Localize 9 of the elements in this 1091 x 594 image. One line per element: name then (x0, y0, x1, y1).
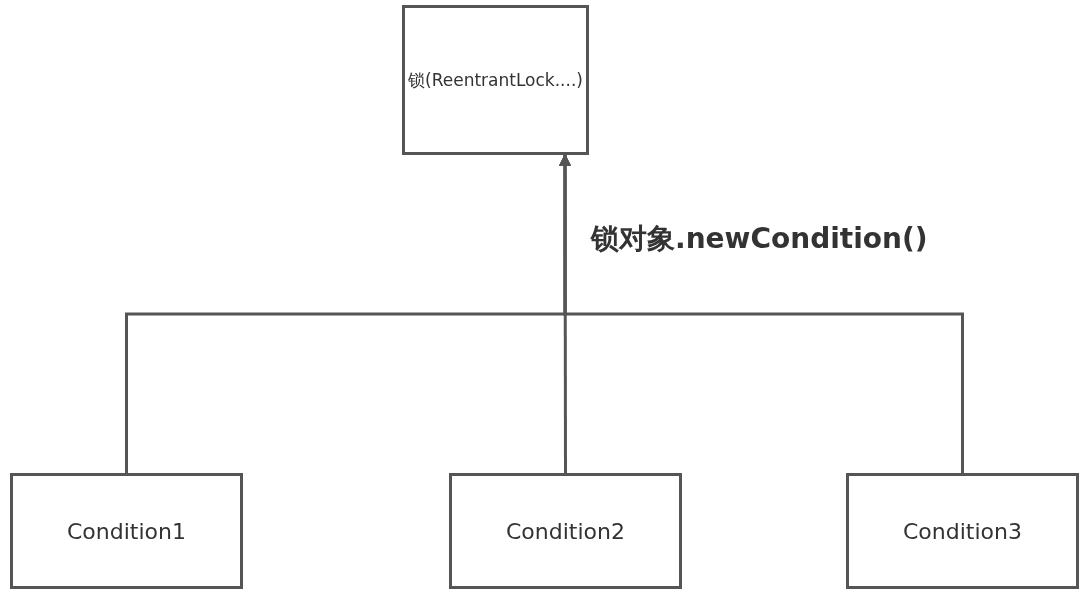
process-box (402, 5, 589, 155)
box-label: Condition2 (506, 518, 625, 544)
box-label: 锁(ReentrantLock....) (408, 68, 583, 92)
box-label: Condition3 (903, 518, 1022, 544)
process-box (846, 473, 1079, 589)
arrow (559, 153, 964, 473)
process-box (449, 473, 682, 589)
process-box (10, 473, 243, 589)
box-label: Condition1 (67, 518, 186, 544)
